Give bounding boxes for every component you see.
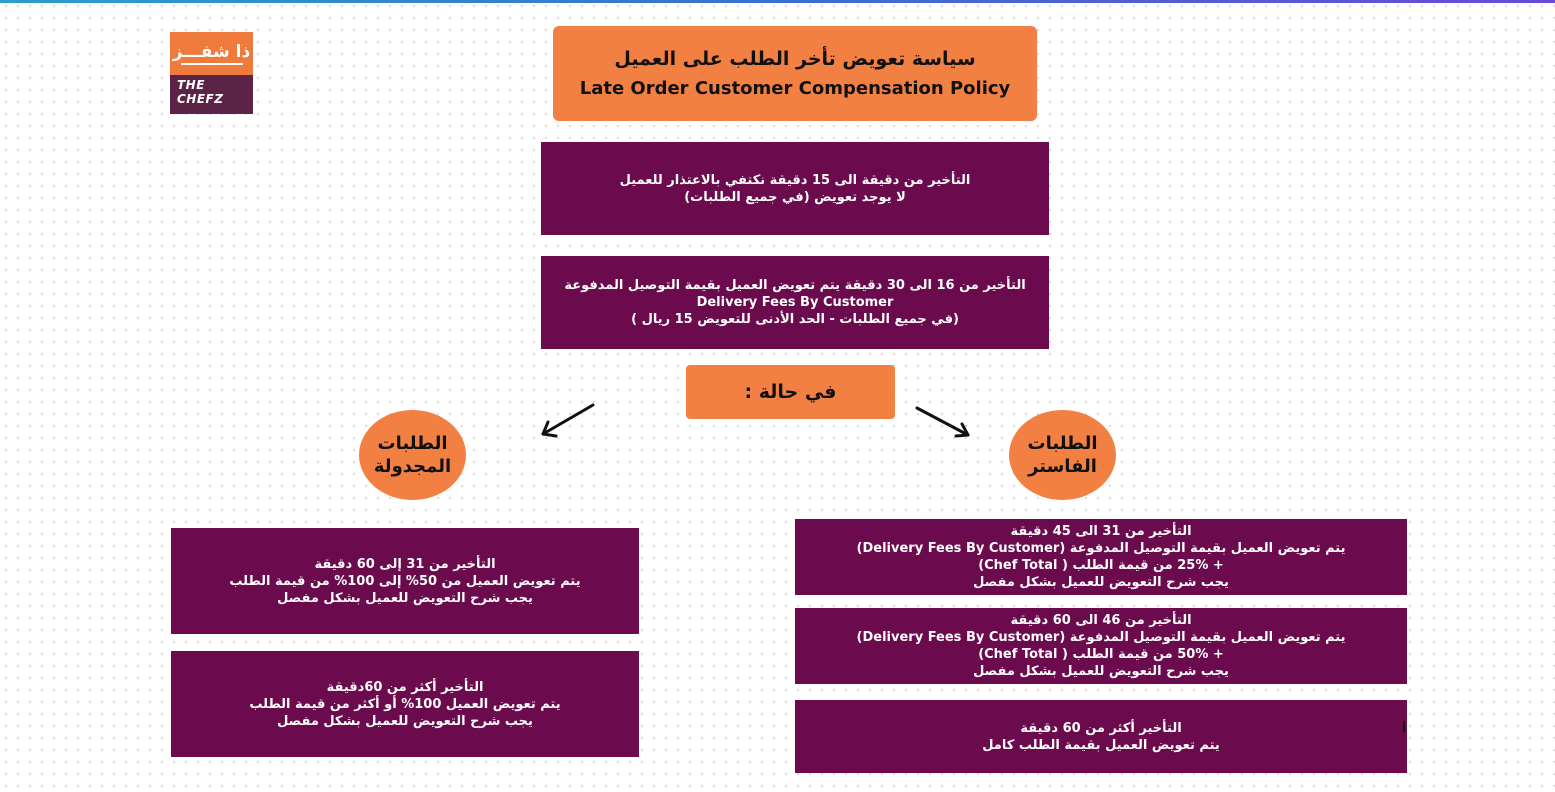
faster-1-line-1: التأخير من 31 الى 45 دقيقة [1010, 524, 1192, 539]
scheduled-1-line-1: التأخير من 31 إلى 60 دقيقة [314, 556, 496, 572]
scheduled-orders-circle: الطلبات المجدولة [359, 410, 466, 500]
faster-box-over-60-min: التأخير أكثر من 60 دقيقة يتم تعويض العمي… [795, 700, 1407, 773]
policy-2-line-2: Delivery Fees By Customer [696, 295, 894, 310]
faster-box-46-60-min: التأخير من 46 الى 60 دقيقة يتم تعويض الع… [795, 608, 1407, 684]
faster-2-line-3: + 50% من قيمة الطلب ( Chef Total) [978, 647, 1224, 662]
logo-arabic-text: ذا شفـــز [172, 41, 251, 62]
policy-2-line-3: (في جميع الطلبات - الحد الأدنى للتعويض 1… [631, 312, 959, 327]
scheduled-label-line-1: الطلبات [377, 433, 448, 454]
scheduled-box-31-60-min: التأخير من 31 إلى 60 دقيقة يتم تعويض الع… [171, 528, 639, 634]
faster-2-line-1: التأخير من 46 الى 60 دقيقة [1010, 613, 1192, 628]
title-arabic: سياسة تعويض تأخر الطلب على العميل [614, 48, 976, 70]
case-label-box: في حالة : [686, 365, 895, 419]
policy-2-line-1: التأخير من 16 الى 30 دقيقة يتم تعويض الع… [564, 278, 1026, 293]
scheduled-2-line-2: يتم تعويض العميل 100% أو أكثر من قيمة ال… [249, 696, 561, 712]
policy-box-1-15-min: التأخير من دقيقة الى 15 دقيقة نكتفي بالا… [541, 142, 1049, 235]
logo-english-text: THE CHEFZ [170, 75, 253, 114]
faster-orders-circle: الطلبات الفاستر [1009, 410, 1116, 500]
logo-top: ذا شفـــز [170, 32, 253, 75]
arrow-left-icon [541, 403, 595, 438]
faster-label-line-1: الطلبات [1027, 433, 1098, 454]
scheduled-box-over-60-min: التأخير أكثر من 60دقيقة يتم تعويض العميل… [171, 651, 639, 757]
chefz-logo: ذا شفـــز THE CHEFZ [170, 32, 253, 114]
faster-1-line-3: + 25% من قيمة الطلب ( Chef Total) [978, 558, 1224, 573]
text-cursor-mark [1403, 721, 1405, 732]
scheduled-label-line-2: المجدولة [373, 456, 452, 477]
faster-label-line-2: الفاستر [1028, 456, 1097, 477]
scheduled-1-line-3: يجب شرح التعويض للعميل بشكل مفصل [277, 590, 533, 606]
scheduled-1-line-2: يتم تعويض العميل من 50% إلى 100% من قيمة… [229, 573, 581, 589]
logo-underline [180, 62, 243, 65]
faster-1-line-4: يجب شرح التعويض للعميل بشكل مفصل [973, 575, 1229, 590]
faster-2-line-4: يجب شرح التعويض للعميل بشكل مفصل [973, 664, 1229, 679]
top-accent-bar [0, 0, 1555, 3]
faster-1-line-2: يتم تعويض العميل بقيمة التوصيل المدفوعة … [856, 541, 1346, 556]
faster-3-line-2: يتم تعويض العميل بقيمة الطلب كامل [982, 737, 1220, 753]
policy-1-line-2: لا يوجد تعويض (في جميع الطلبات) [684, 189, 906, 205]
policy-1-line-1: التأخير من دقيقة الى 15 دقيقة نكتفي بالا… [619, 172, 971, 188]
scheduled-2-line-3: يجب شرح التعويض للعميل بشكل مفصل [277, 713, 533, 729]
title-english: Late Order Customer Compensation Policy [579, 78, 1011, 99]
policy-box-16-30-min: التأخير من 16 الى 30 دقيقة يتم تعويض الع… [541, 256, 1049, 349]
faster-3-line-1: التأخير أكثر من 60 دقيقة [1020, 720, 1182, 736]
faster-2-line-2: يتم تعويض العميل بقيمة التوصيل المدفوعة … [856, 630, 1346, 645]
arrow-right-icon [915, 406, 970, 438]
faster-box-31-45-min: التأخير من 31 الى 45 دقيقة يتم تعويض الع… [795, 519, 1407, 595]
policy-title-box: سياسة تعويض تأخر الطلب على العميل Late O… [553, 26, 1037, 121]
scheduled-2-line-1: التأخير أكثر من 60دقيقة [326, 679, 484, 695]
